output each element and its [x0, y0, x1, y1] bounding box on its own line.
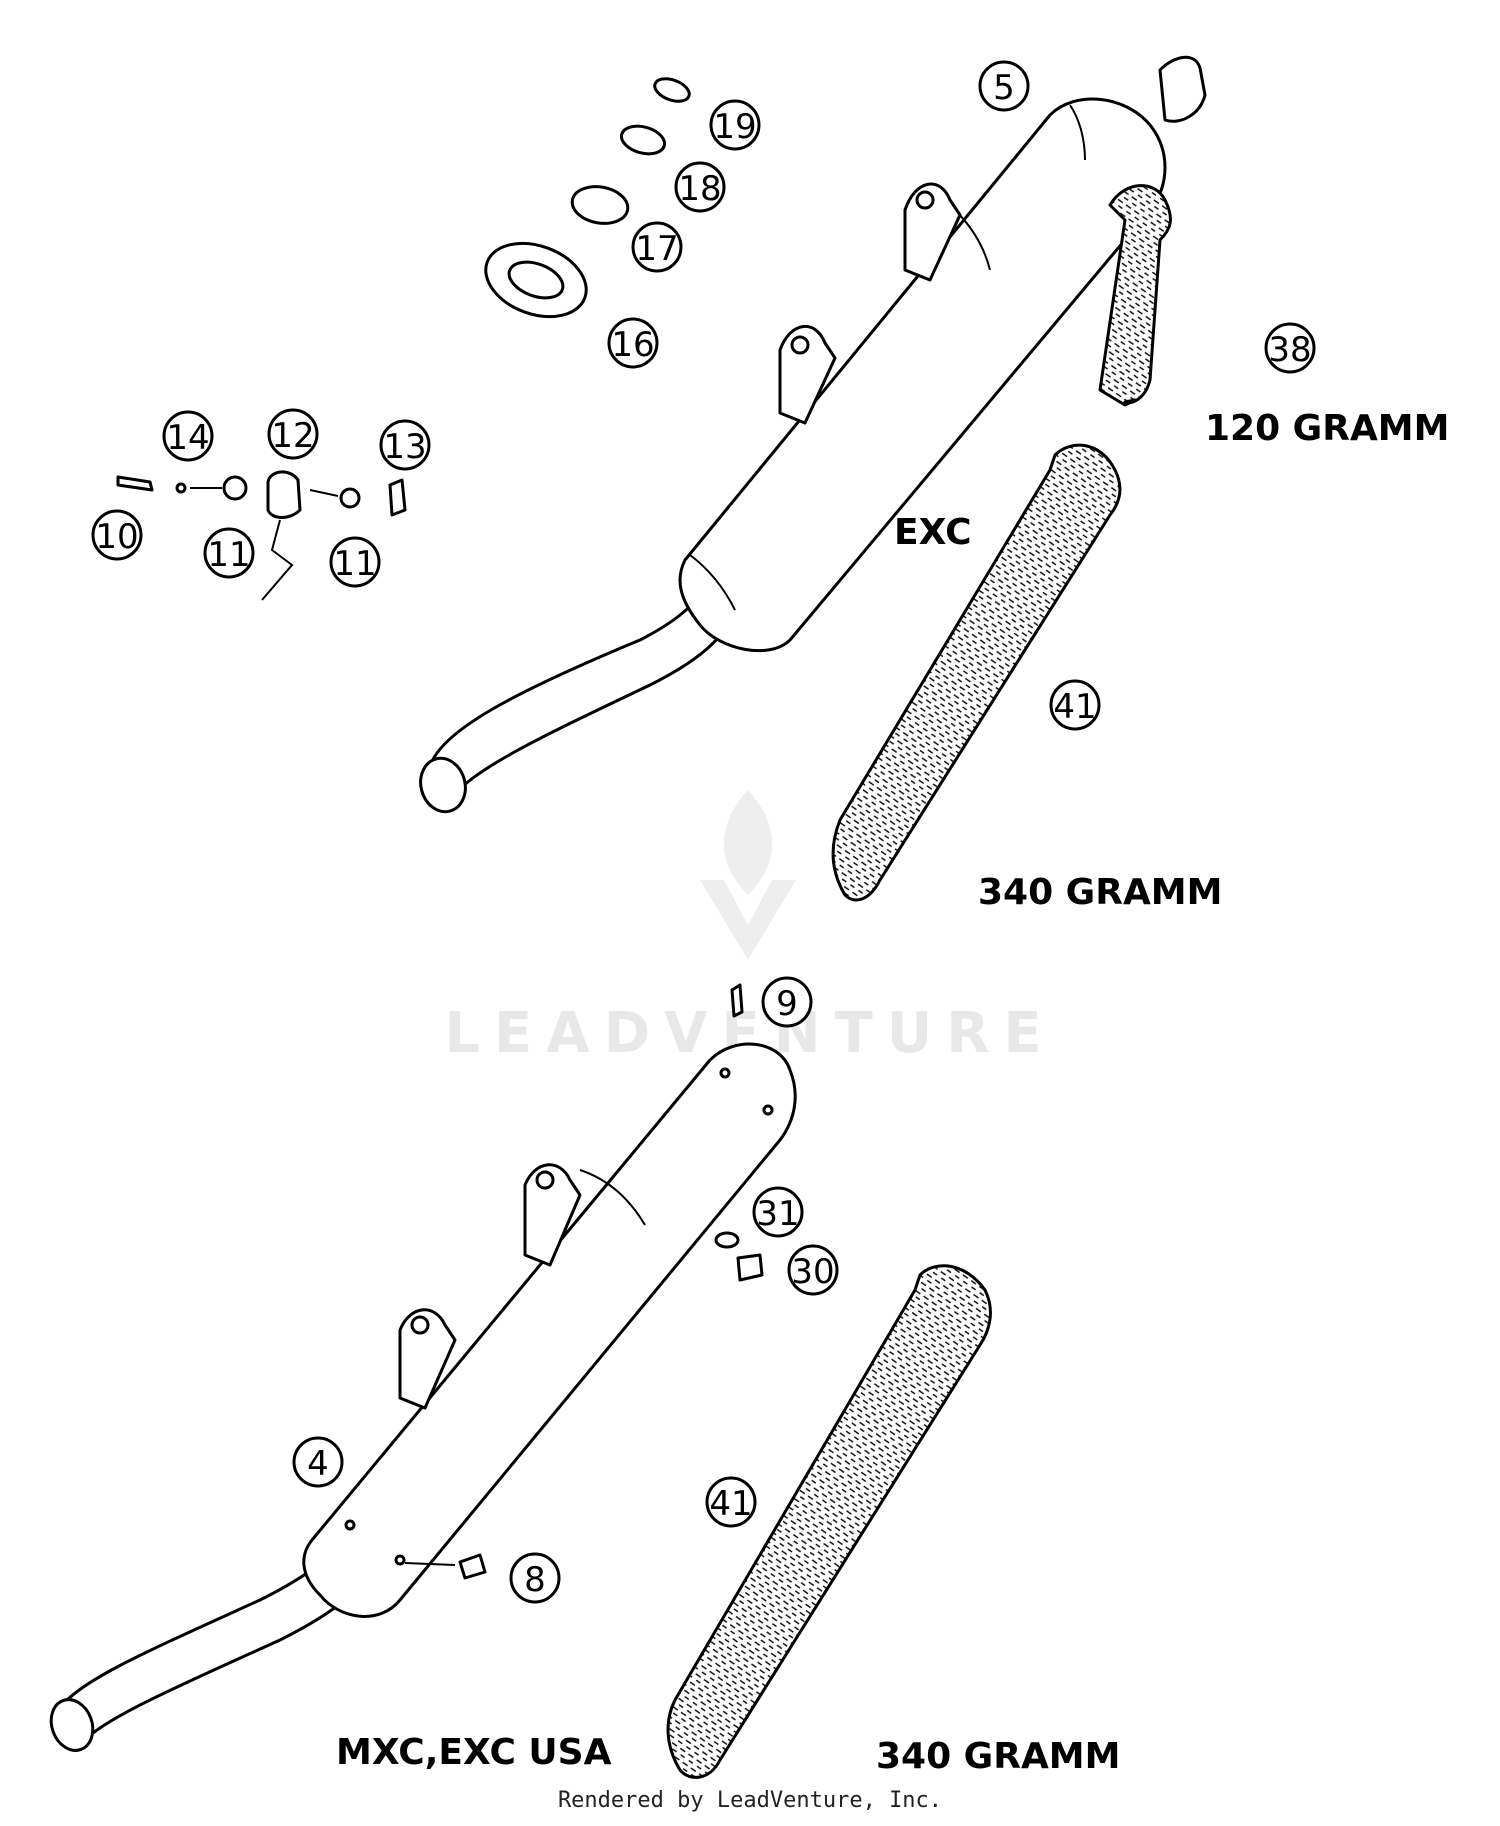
label-exc: EXC: [894, 512, 971, 553]
callout-41-bottom: 41: [705, 1476, 757, 1528]
svg-text:41: 41: [709, 1484, 752, 1524]
callout-11-left: 11: [203, 527, 255, 579]
packing-41-bottom: [666, 1264, 992, 1779]
silencer-bottom: [49, 1042, 797, 1752]
svg-text:19: 19: [713, 107, 756, 147]
svg-text:18: 18: [678, 169, 721, 209]
callout-14: 14: [162, 410, 214, 462]
callout-13: 13: [379, 419, 431, 471]
callout-19: 19: [709, 99, 761, 151]
callout-11-right: 11: [329, 536, 381, 588]
callout-31: 31: [752, 1186, 804, 1238]
callout-16: 16: [607, 317, 659, 369]
callout-38: 38: [1264, 322, 1316, 374]
svg-text:4: 4: [307, 1444, 329, 1484]
svg-text:9: 9: [776, 984, 798, 1024]
svg-text:13: 13: [383, 427, 426, 467]
svg-text:16: 16: [611, 325, 654, 365]
svg-text:5: 5: [993, 68, 1015, 108]
silencer-top: [419, 55, 1207, 814]
callout-9: 9: [761, 976, 813, 1028]
svg-text:12: 12: [271, 416, 314, 456]
packing-38: [1098, 184, 1172, 407]
svg-text:17: 17: [635, 229, 678, 269]
part-9: [730, 983, 744, 1018]
callout-17: 17: [631, 221, 683, 273]
svg-text:38: 38: [1268, 330, 1311, 370]
part-31: [714, 1231, 740, 1249]
svg-text:10: 10: [95, 517, 138, 557]
callout-5: 5: [978, 60, 1030, 112]
svg-text:30: 30: [791, 1252, 834, 1292]
svg-text:11: 11: [333, 544, 376, 584]
svg-text:31: 31: [756, 1194, 799, 1234]
label-340-gramm-top: 340 GRAMM: [978, 872, 1222, 913]
svg-text:11: 11: [207, 535, 250, 575]
callout-10: 10: [91, 509, 143, 561]
svg-text:14: 14: [166, 418, 209, 458]
label-340-gramm-bottom: 340 GRAMM: [876, 1736, 1120, 1777]
part-30: [736, 1253, 764, 1282]
callout-8: 8: [509, 1552, 561, 1604]
footer-credit: Rendered by LeadVenture, Inc.: [557, 1788, 943, 1813]
label-mxc-exc-usa: MXC,EXC USA: [336, 1732, 612, 1773]
callout-41-top: 41: [1049, 679, 1101, 731]
svg-text:41: 41: [1053, 687, 1096, 727]
leadventure-watermark: LEADVENTURE: [444, 790, 1042, 1066]
label-120-gramm: 120 GRAMM: [1205, 408, 1449, 449]
packing-41-top: [831, 443, 1122, 902]
callout-4: 4: [292, 1436, 344, 1488]
mount-hardware: [116, 470, 407, 601]
svg-text:8: 8: [524, 1560, 546, 1600]
callout-30: 30: [787, 1244, 839, 1296]
damper-parts: [484, 77, 691, 319]
callout-18: 18: [674, 161, 726, 213]
callout-12: 12: [267, 408, 319, 460]
